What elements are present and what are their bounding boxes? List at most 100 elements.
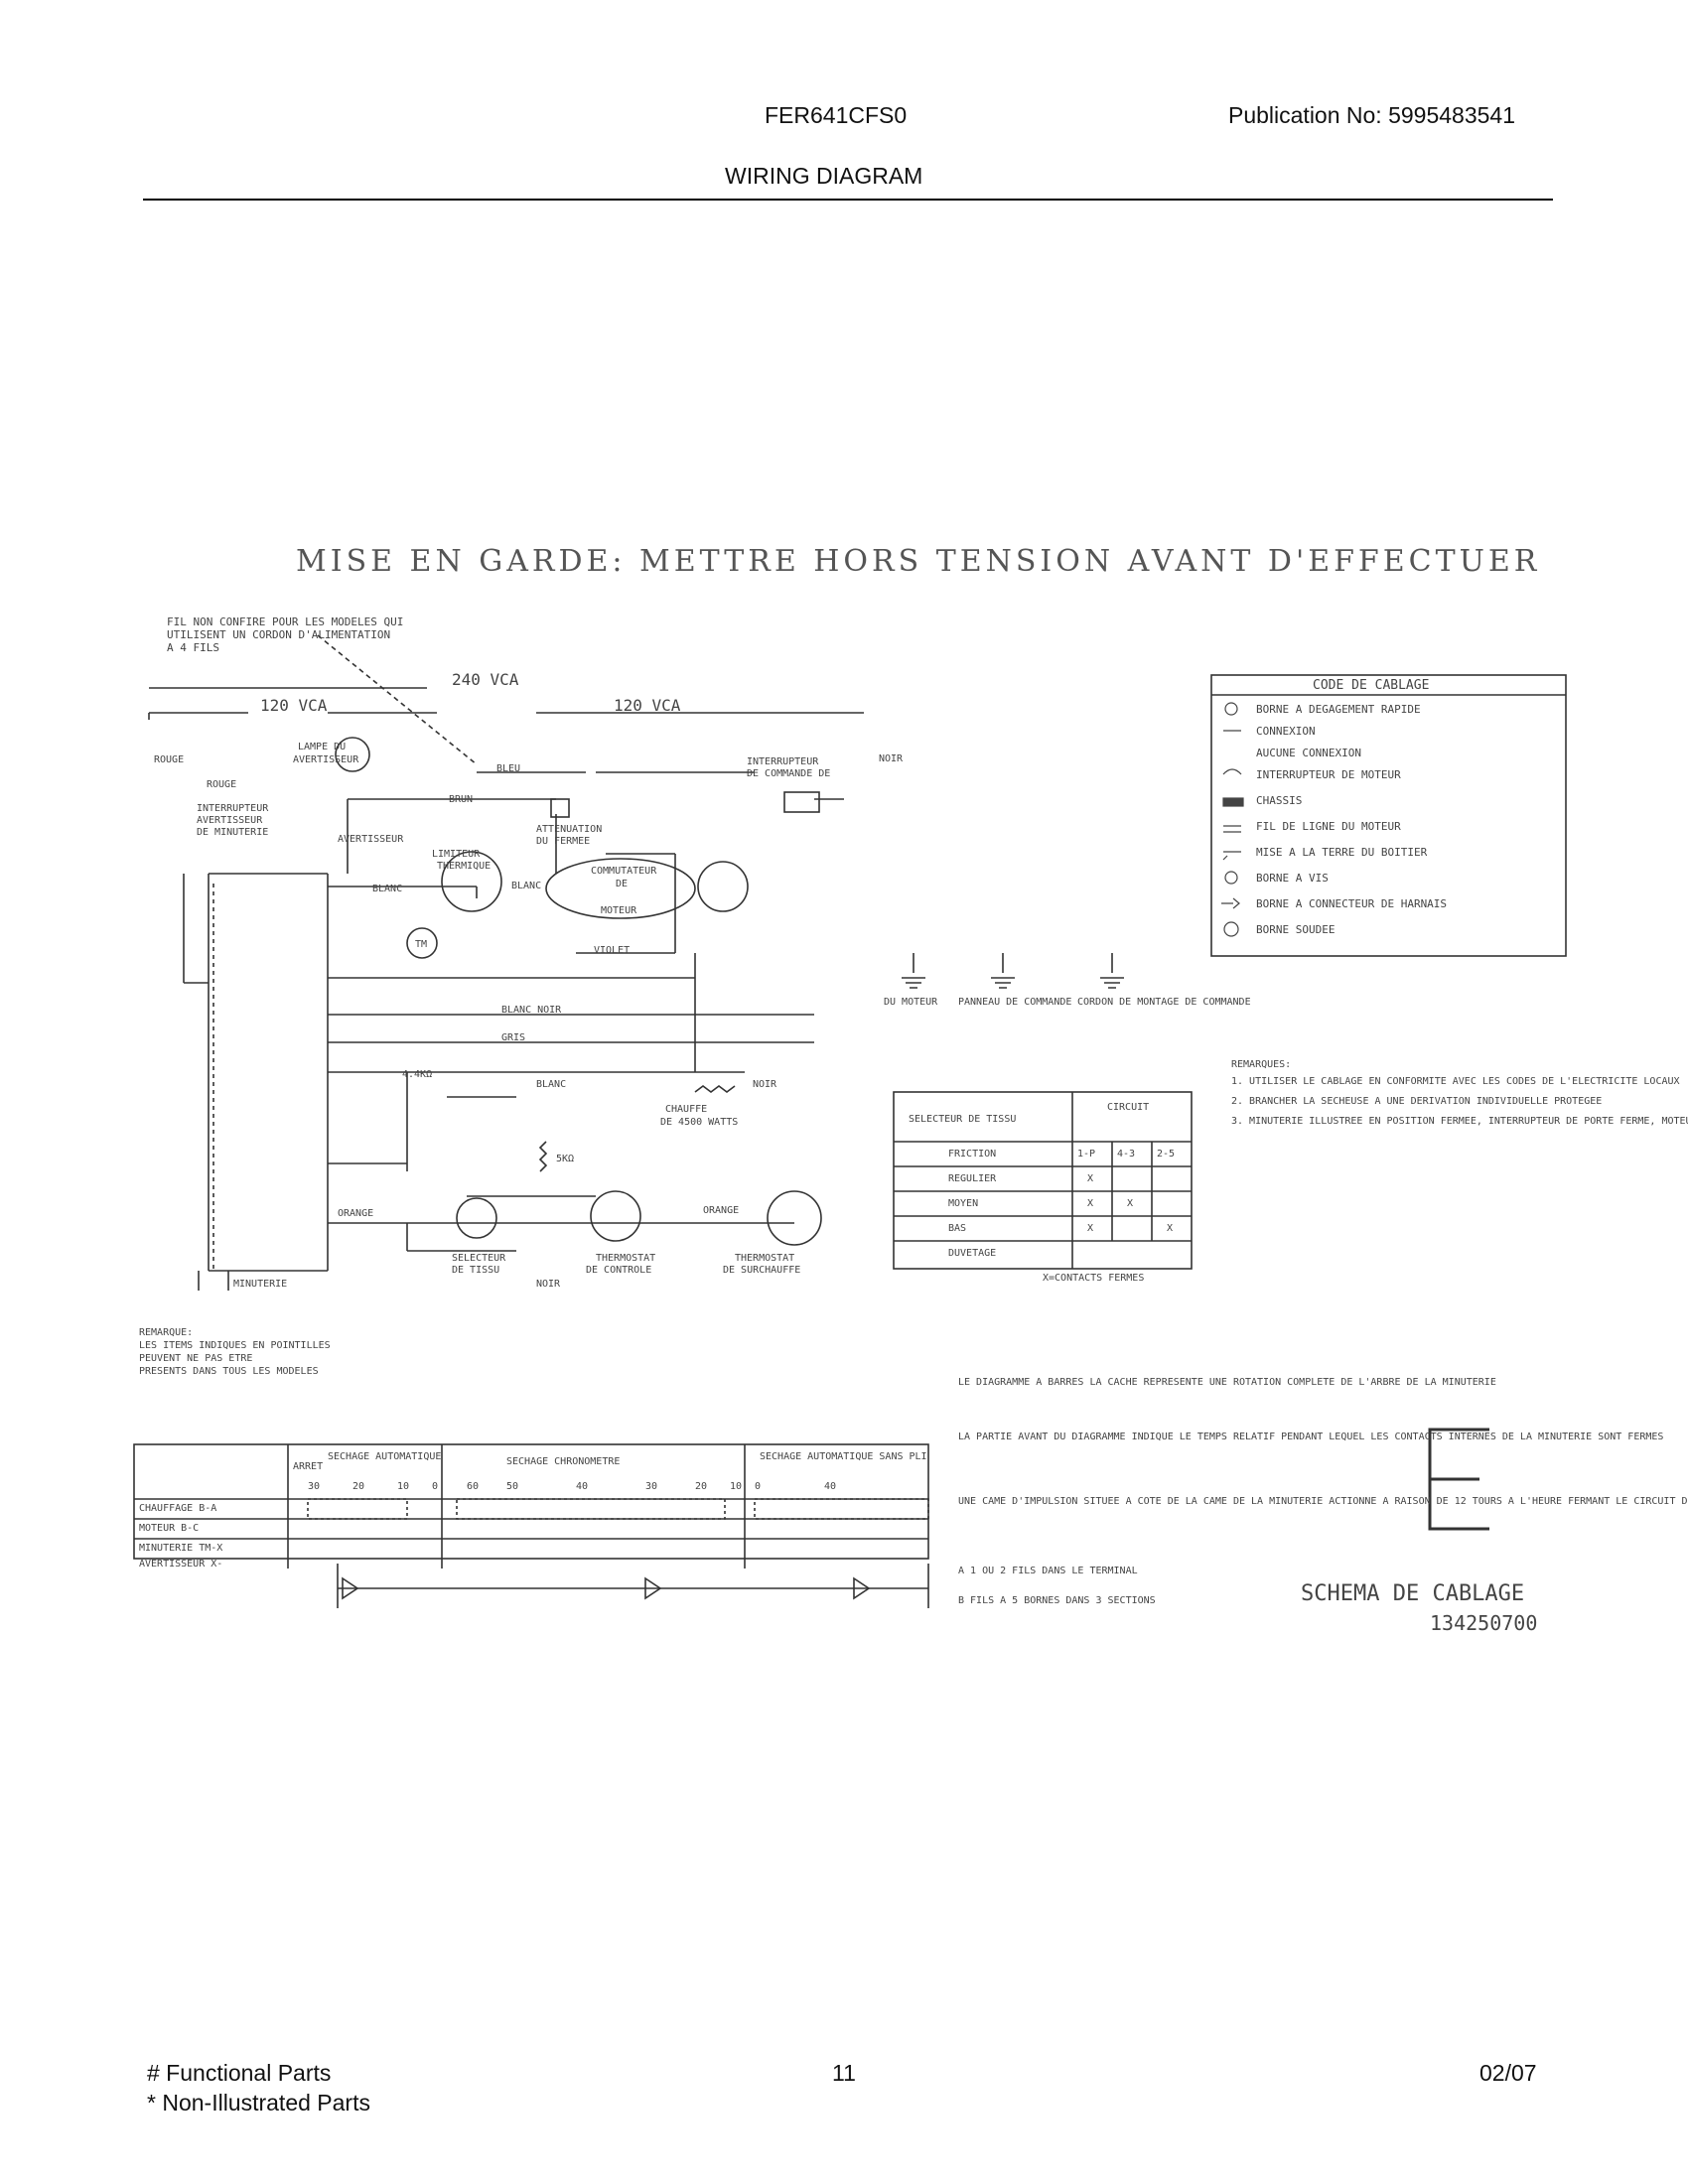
door-switch-label: DE COMMANDE DE: [747, 768, 830, 779]
schema-number: 134250700: [1430, 1611, 1537, 1635]
timer-tick: 20: [695, 1481, 707, 1492]
thermostat-label: THERMOSTAT: [735, 1253, 794, 1264]
remark-left: LES ITEMS INDIQUES EN POINTILLES: [139, 1340, 331, 1351]
remark-left: PRESENTS DANS TOUS LES MODELES: [139, 1366, 319, 1377]
note-line: FIL NON CONFIRE POUR LES MODELES QUI: [167, 615, 403, 628]
timer-section: SECHAGE AUTOMATIQUE SANS PLI: [760, 1451, 927, 1462]
wire-label: ORANGE: [703, 1205, 739, 1216]
voltage-240: 240 VCA: [452, 670, 519, 689]
wire-label: BLANC: [511, 881, 541, 891]
fabric-selector-label: DE TISSU: [452, 1265, 499, 1276]
remark-left: PEUVENT NE PAS ETRE: [139, 1353, 252, 1364]
remark-item: 2. BRANCHER LA SECHEUSE A UNE DERIVATION…: [1231, 1096, 1602, 1107]
model-number: FER641CFS0: [765, 102, 908, 128]
thermostat-label: DE SURCHAUFFE: [723, 1265, 800, 1276]
note-line: UTILISENT UN CORDON D'ALIMENTATION: [167, 628, 390, 641]
switch-label: AVERTISSEUR: [197, 815, 263, 826]
timer-section: SECHAGE AUTOMATIQUE: [328, 1451, 441, 1462]
table-cell: X: [1127, 1198, 1133, 1209]
table-row-label: DUVETAGE: [948, 1248, 996, 1259]
wire-label: ROUGE: [154, 754, 184, 765]
timer-tick: 40: [824, 1481, 836, 1492]
timer-tick: 0: [432, 1481, 438, 1492]
wire-label: ROUGE: [207, 779, 236, 790]
motor-switch-label: COMMUTATEUR: [591, 866, 657, 877]
remark-item: 1. UTILISER LE CABLAGE EN CONFORMITE AVE…: [1231, 1076, 1680, 1087]
remark-left: REMARQUE:: [139, 1327, 193, 1338]
ground-label: DU MOTEUR: [884, 997, 938, 1008]
bar-note: UNE CAME D'IMPULSION SITUEE A COTE DE LA…: [958, 1496, 1688, 1507]
buzzer-label: AVERTISSEUR: [338, 834, 404, 845]
legend-title: CODE DE CABLAGE: [1313, 678, 1429, 693]
timer-row: CHAUFFAGE B-A: [139, 1503, 216, 1514]
legend-item: BORNE SOUDEE: [1256, 923, 1335, 936]
legend-item: BORNE A DEGAGEMENT RAPIDE: [1256, 703, 1421, 716]
wire-label: VIOLET: [594, 945, 630, 956]
voltage-120-right: 120 VCA: [614, 696, 681, 715]
table-cell: X: [1087, 1223, 1093, 1234]
legend-item: AUCUNE CONNEXION: [1256, 747, 1361, 759]
attenuator-label: DU FERMEE: [536, 836, 590, 847]
limiter-label: THERMIQUE: [437, 861, 491, 872]
timer-tick: 10: [730, 1481, 742, 1492]
table-row-label: REGULIER: [948, 1173, 997, 1184]
thermostat-label: THERMOSTAT: [596, 1253, 655, 1264]
legend-item: FIL DE LIGNE DU MOTEUR: [1256, 820, 1401, 833]
timer-label: MINUTERIE: [233, 1279, 287, 1290]
wire-label: BLANC NOIR: [501, 1005, 562, 1016]
thermostat-label: DE CONTROLE: [586, 1265, 651, 1276]
legend-item: BORNE A CONNECTEUR DE HARNAIS: [1256, 897, 1447, 910]
door-switch-label: INTERRUPTEUR: [747, 756, 819, 767]
table-cell: X: [1167, 1223, 1173, 1234]
resistor-label: 4.4KΩ: [402, 1069, 432, 1080]
functional-parts-legend: # Functional Parts: [147, 2060, 332, 2086]
limiter-label: LIMITEUR: [432, 849, 481, 860]
timer-section: SECHAGE CHRONOMETRE: [506, 1456, 620, 1467]
bar-note: LA PARTIE AVANT DU DIAGRAMME INDIQUE LE …: [958, 1432, 1663, 1442]
timer-tick: 20: [352, 1481, 364, 1492]
motor-switch-label: MOTEUR: [601, 905, 637, 916]
table-header: SELECTEUR DE TISSU: [909, 1114, 1016, 1125]
table-row-label: FRICTION: [948, 1149, 996, 1160]
timer-tick: 50: [506, 1481, 518, 1492]
bar-note: B FILS A 5 BORNES DANS 3 SECTIONS: [958, 1595, 1156, 1606]
remark-item: 3. MINUTERIE ILLUSTREE EN POSITION FERME…: [1231, 1116, 1688, 1127]
timer-row: MOTEUR B-C: [139, 1523, 199, 1534]
wire-label: GRIS: [501, 1032, 525, 1043]
table-row-label: BAS: [948, 1223, 966, 1234]
wire-label: NOIR: [753, 1079, 777, 1090]
timer-tick: 40: [576, 1481, 588, 1492]
voltage-120-left: 120 VCA: [260, 696, 328, 715]
wire-label: BLANC: [372, 884, 402, 894]
publication-number: Publication No: 5995483541: [1228, 102, 1516, 128]
heater-label: DE 4500 WATTS: [660, 1117, 738, 1128]
table-subheader: 2-5: [1157, 1149, 1175, 1160]
wire-label: BRUN: [449, 794, 473, 805]
wire-label: BLANC: [536, 1079, 566, 1090]
header-rule: [143, 199, 1553, 201]
timer-row: AVERTISSEUR X-: [139, 1559, 222, 1570]
non-illustrated-legend: * Non-Illustrated Parts: [147, 2090, 370, 2116]
table-cell: X: [1087, 1173, 1093, 1184]
wire-label: ORANGE: [338, 1208, 373, 1219]
fabric-selector-label: SELECTEUR: [452, 1253, 506, 1264]
legend-item: BORNE A VIS: [1256, 872, 1329, 885]
page-title: WIRING DIAGRAM: [725, 163, 923, 189]
table-footnote: X=CONTACTS FERMES: [1043, 1273, 1144, 1284]
wire-label: BLEU: [496, 763, 520, 774]
wire-label: NOIR: [536, 1279, 561, 1290]
legend-item: CHASSIS: [1256, 794, 1302, 807]
bar-note: A 1 OU 2 FILS DANS LE TERMINAL: [958, 1566, 1138, 1576]
legend-item: INTERRUPTEUR DE MOTEUR: [1256, 768, 1401, 781]
ground-label: CORDON DE MONTAGE DE COMMANDE: [1077, 997, 1251, 1008]
timer-tick: 30: [645, 1481, 657, 1492]
schema-title: SCHEMA DE CABLAGE: [1301, 1581, 1524, 1606]
table-row-label: MOYEN: [948, 1198, 978, 1209]
revision-date: 02/07: [1479, 2060, 1537, 2086]
timer-motor-label: TM: [415, 939, 427, 950]
heater-label: CHAUFFE: [665, 1104, 707, 1115]
page-number: 11: [832, 2060, 856, 2086]
timer-tick: 0: [755, 1481, 761, 1492]
switch-label: INTERRUPTEUR: [197, 803, 269, 814]
